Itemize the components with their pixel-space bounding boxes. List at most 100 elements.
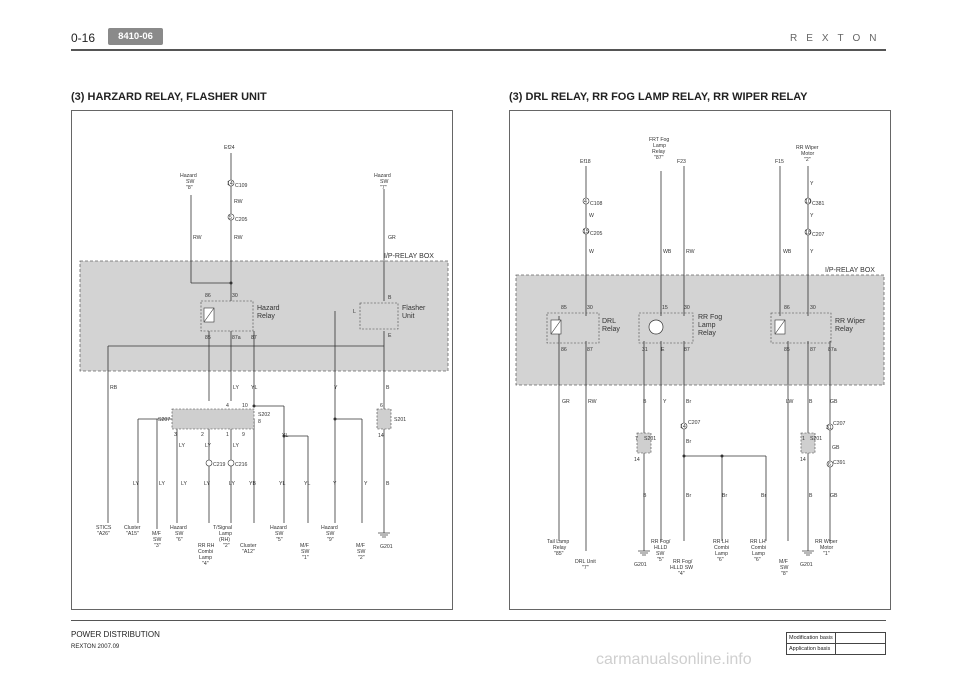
svg-text:Lamp: Lamp xyxy=(752,551,765,557)
fuse-ef24-label: Ef24 xyxy=(224,145,235,151)
fog-relay-label-2: Lamp xyxy=(698,322,716,329)
wire-ly-2: LY xyxy=(159,481,165,487)
ground-icon xyxy=(378,532,390,538)
application-basis-value xyxy=(835,643,886,655)
splice-pin-4: 4 xyxy=(226,403,229,409)
svg-text:Lamp: Lamp xyxy=(199,555,212,561)
load-mf-sw-1: M/FSW"1" xyxy=(300,543,309,561)
wire-b-1: B xyxy=(386,481,390,487)
svg-text:"2": "2" xyxy=(223,543,230,549)
flasher-label-1: Flasher xyxy=(402,305,426,312)
svg-text:RR Fog/: RR Fog/ xyxy=(673,559,693,565)
splice-s201 xyxy=(376,408,392,430)
wire-wb-1: WB xyxy=(663,249,672,255)
pin-15: 15 xyxy=(583,229,589,235)
splice-pin-3: 3 xyxy=(174,432,177,438)
fog-pin-e: E xyxy=(661,347,665,353)
pin-4: 4 xyxy=(584,199,587,205)
svg-text:SW: SW xyxy=(656,551,664,557)
wire-b-top: B xyxy=(386,385,390,391)
pin-5: 5 xyxy=(229,215,232,221)
wiper-pin-87: 87 xyxy=(810,347,816,353)
connector-pin-icon xyxy=(227,459,235,467)
footer-subtitle: REXTON 2007.09 xyxy=(71,644,120,650)
transistor-icon xyxy=(648,319,664,335)
rr-wiper-relay-box xyxy=(770,312,832,344)
load-stics: STICS"A26" xyxy=(96,525,112,537)
ground-g201-a: G201 xyxy=(634,562,647,568)
svg-text:"8": "8" xyxy=(186,185,193,191)
svg-text:HLLD SW: HLLD SW xyxy=(670,565,693,571)
wire-gb-2: GB xyxy=(832,445,840,451)
svg-text:"A12": "A12" xyxy=(242,549,255,555)
splice-pin-10: 10 xyxy=(242,403,248,409)
flasher-unit-box xyxy=(359,302,399,330)
wire-ly-3: LY xyxy=(181,481,187,487)
svg-text:Hazard: Hazard xyxy=(170,525,187,531)
svg-text:DRL Unit: DRL Unit xyxy=(575,559,596,565)
ground-g201-label: G201 xyxy=(380,544,393,550)
splice-s201-a xyxy=(636,432,652,454)
ground-g201-b: G201 xyxy=(800,562,813,568)
fog-pin-31: 31 xyxy=(642,347,648,353)
fuse-ef18-label: Ef18 xyxy=(580,159,591,165)
load-mf-sw-3: M/FSW"3" xyxy=(152,531,161,549)
wiper-pin-86: 86 xyxy=(784,305,790,311)
svg-text:"87": "87" xyxy=(654,155,664,161)
wire-br-3: Br xyxy=(686,493,691,499)
modification-table: Modification basis Application basis xyxy=(786,632,886,655)
wire-br-5: Br xyxy=(761,493,766,499)
svg-text:(RH): (RH) xyxy=(219,537,230,543)
svg-text:"7": "7" xyxy=(380,185,387,191)
svg-text:"85": "85" xyxy=(554,551,564,557)
svg-text:M/F: M/F xyxy=(152,531,161,537)
svg-text:"6": "6" xyxy=(717,557,724,563)
splice-pin-14-b: 14 xyxy=(800,457,806,463)
wire-yl-1: YL xyxy=(279,481,285,487)
splice-s201-label-b: S201 xyxy=(810,436,822,442)
svg-text:SW: SW xyxy=(380,179,388,185)
c109-label: C109 xyxy=(235,183,248,189)
svg-text:Motor: Motor xyxy=(820,545,834,551)
load-cluster-a15: Cluster"A15" xyxy=(124,525,141,537)
svg-text:Cluster: Cluster xyxy=(124,525,141,531)
c205-label: C205 xyxy=(235,217,248,223)
svg-text:"4": "4" xyxy=(202,561,209,567)
svg-text:RR LH: RR LH xyxy=(750,539,766,545)
load-mf-sw-8: M/FSW"8" xyxy=(779,559,788,577)
relay-box-label: I/P-RELAY BOX xyxy=(825,267,875,274)
right-section-title: (3) DRL RELAY, RR FOG LAMP RELAY, RR WIP… xyxy=(509,91,808,103)
wire-ly-b: LY xyxy=(205,443,211,449)
connector-pin-icon xyxy=(804,228,812,236)
drl-relay-box xyxy=(546,312,600,344)
flasher-pin-b: B xyxy=(388,295,392,301)
relay-box-area xyxy=(515,274,885,386)
splice-s207-label: S207 xyxy=(158,417,170,423)
splice-pin-1: 1 xyxy=(802,436,805,442)
drl-relay-label-1: DRL xyxy=(602,318,616,325)
wiper-pin-30: 30 xyxy=(810,305,816,311)
pin-6: 6 xyxy=(828,462,831,468)
drl-pin-30: 30 xyxy=(587,305,593,311)
hazard-sw-7-label: Hazard SW "7" xyxy=(374,173,391,191)
wire-y-2: Y xyxy=(810,181,814,187)
fog-pin-15: 15 xyxy=(662,305,668,311)
svg-text:RR Wiper: RR Wiper xyxy=(796,145,819,151)
connector-pin-icon xyxy=(582,197,590,205)
wire-gr: GR xyxy=(388,235,396,241)
svg-text:SW: SW xyxy=(175,531,183,537)
svg-text:Hazard: Hazard xyxy=(321,525,338,531)
wire-w-1: W xyxy=(589,213,594,219)
svg-text:SW: SW xyxy=(357,549,365,555)
wire-gb-1: GB xyxy=(830,399,838,405)
c391-label: C391 xyxy=(833,460,846,466)
